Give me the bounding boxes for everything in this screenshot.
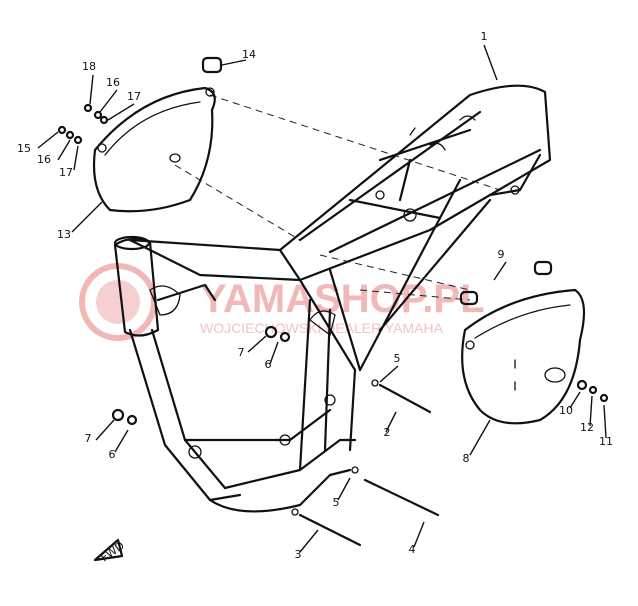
leader-lines bbox=[37, 44, 607, 553]
callout-c16b: 16 bbox=[37, 153, 51, 166]
watermark: YAMASHOP.PL WOJCIECHOWSKI DEALER YAMAHA bbox=[79, 263, 485, 341]
callout-c18: 18 bbox=[82, 60, 96, 73]
grommet-9a-icon bbox=[533, 260, 553, 276]
callout-c5a: 5 bbox=[394, 352, 401, 365]
bolt-2 bbox=[378, 383, 432, 414]
bolt-3 bbox=[298, 513, 362, 547]
grommets bbox=[57, 56, 609, 426]
bolt-4 bbox=[363, 478, 440, 517]
callout-c1: 1 bbox=[481, 30, 488, 43]
callout-c7a: 7 bbox=[238, 346, 245, 359]
callout-c3: 3 bbox=[295, 548, 302, 561]
callout-c15: 15 bbox=[17, 142, 31, 155]
fwd-label: FWD bbox=[98, 539, 126, 564]
assembly-lines bbox=[174, 94, 501, 301]
right-side-cover bbox=[461, 288, 586, 425]
fwd-arrow: FWD bbox=[93, 538, 127, 564]
fwd-arrow-icon bbox=[93, 538, 124, 562]
callout-c10: 10 bbox=[559, 404, 573, 417]
grommet-9b-icon bbox=[459, 290, 479, 306]
callout-c5b: 5 bbox=[333, 496, 340, 509]
left-side-cover bbox=[92, 86, 216, 213]
callout-c13: 13 bbox=[57, 228, 71, 241]
callout-c12: 12 bbox=[580, 421, 594, 434]
callout-c2: 2 bbox=[384, 426, 391, 439]
watermark-subtitle: WOJCIECHOWSKI DEALER YAMAHA bbox=[200, 320, 444, 336]
callout-c16a: 16 bbox=[106, 76, 120, 89]
callout-c6b: 6 bbox=[109, 448, 116, 461]
callout-c17b: 17 bbox=[59, 166, 73, 179]
callout-c8: 8 bbox=[463, 452, 470, 465]
callout-c7b: 7 bbox=[85, 432, 92, 445]
callout-c17a: 17 bbox=[127, 90, 141, 103]
callout-c4: 4 bbox=[409, 543, 416, 556]
main-frame bbox=[113, 84, 552, 513]
callout-c9: 9 bbox=[498, 248, 505, 261]
callout-c6a: 6 bbox=[265, 358, 272, 371]
callout-c11: 11 bbox=[599, 435, 613, 448]
callout-c14: 14 bbox=[242, 48, 256, 61]
grommet-14-icon bbox=[201, 56, 223, 74]
bolts bbox=[291, 379, 440, 547]
